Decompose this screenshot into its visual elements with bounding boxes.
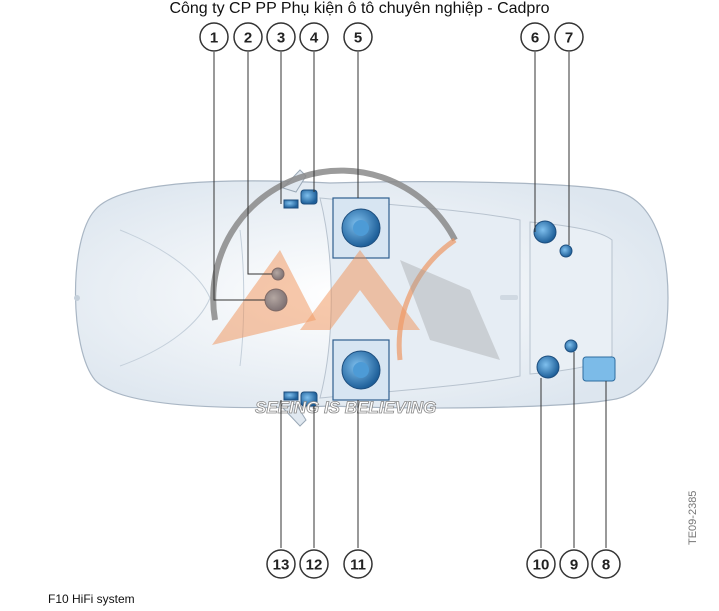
image-code: TE09-2385 — [687, 490, 699, 545]
callout-7: 7 — [554, 22, 584, 52]
svg-text:4: 4 — [310, 30, 319, 47]
svg-text:11: 11 — [350, 557, 366, 574]
seat-front-left-speaker-box — [332, 197, 390, 259]
speaker-7 — [559, 244, 573, 258]
callout-4: 4 — [299, 22, 329, 52]
speaker-3 — [283, 199, 299, 209]
svg-text:5: 5 — [354, 30, 362, 47]
speaker-10 — [536, 355, 560, 379]
speaker-8-amplifier — [582, 356, 616, 382]
callout-6: 6 — [520, 22, 550, 52]
svg-text:9: 9 — [570, 557, 578, 574]
speaker-6 — [533, 220, 557, 244]
seat-front-right-speaker-box — [332, 339, 390, 401]
figure-caption: F10 HiFi system — [48, 592, 135, 606]
svg-text:3: 3 — [277, 30, 285, 47]
svg-text:8: 8 — [602, 557, 610, 574]
svg-text:6: 6 — [531, 30, 539, 47]
callout-10: 10 — [526, 549, 556, 579]
callout-11: 11 — [343, 549, 373, 579]
svg-text:13: 13 — [273, 557, 290, 574]
speaker-9 — [564, 339, 578, 353]
callout-8: 8 — [591, 549, 621, 579]
leader-lines — [213, 52, 607, 548]
watermark-logo — [210, 167, 500, 361]
speaker-12 — [300, 391, 318, 407]
callout-5: 5 — [343, 22, 373, 52]
callout-9: 9 — [559, 549, 589, 579]
watermark-text: SEEING IS BELIEVING — [255, 398, 436, 417]
callout-3: 3 — [266, 22, 296, 52]
svg-text:10: 10 — [533, 557, 550, 574]
speaker-13 — [283, 391, 299, 401]
callout-12: 12 — [299, 549, 329, 579]
callout-2: 2 — [233, 22, 263, 52]
svg-text:1: 1 — [210, 30, 218, 47]
svg-text:12: 12 — [306, 557, 323, 574]
callout-13: 13 — [266, 549, 296, 579]
callout-1: 1 — [199, 22, 229, 52]
svg-text:7: 7 — [565, 30, 573, 47]
page-title: Công ty CP PP Phụ kiện ô tô chuyên nghiệ… — [169, 0, 550, 17]
speaker-4 — [300, 189, 318, 205]
svg-text:2: 2 — [244, 30, 252, 47]
